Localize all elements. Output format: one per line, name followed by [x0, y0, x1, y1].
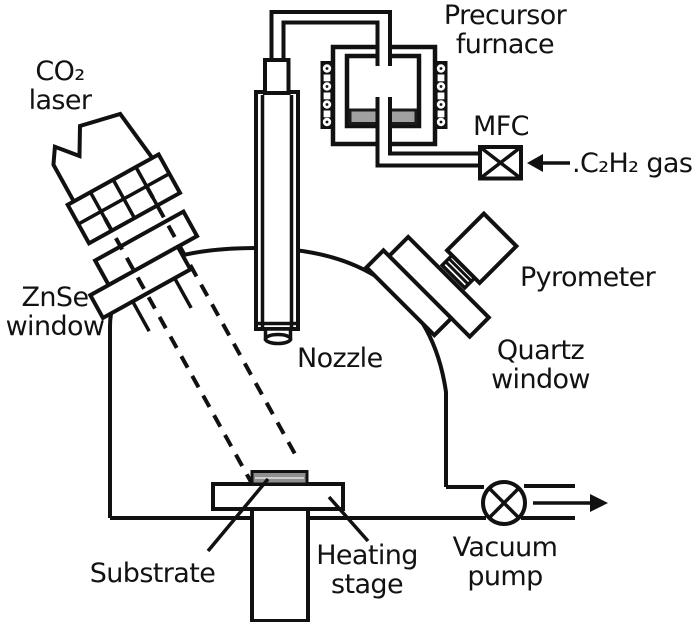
znse-window-label-line1: ZnSe [21, 282, 90, 313]
furnace-heater-left [320, 61, 334, 129]
furnace-outlet-tube [375, 40, 392, 66]
heating-stage-label: Heating stage [303, 541, 431, 599]
quartz-window-label: Quartz window [468, 336, 613, 394]
pyrometer-label: Pyrometer [520, 262, 656, 293]
heating-stage-plate [211, 482, 345, 511]
precursor-furnace-label: Precursor furnace [415, 1, 595, 59]
vacuum-pump-x [487, 486, 521, 520]
nozzle-tip-opening [263, 332, 293, 346]
nozzle-inner-walls [260, 95, 294, 329]
znse-window-label: ZnSe window [0, 283, 110, 341]
laser-flange-grid-lines [77, 166, 171, 232]
co2-laser-label-line2: laser [28, 85, 92, 116]
exhaust-arrow-head [590, 494, 608, 512]
feed-pipe-outer [269, 10, 392, 66]
substrate-leader-line [206, 477, 270, 553]
precursor-furnace-label-line2: furnace [455, 29, 555, 60]
vacuum-pump-label: Vacuum pump [440, 533, 570, 591]
quartz-window-plate-inner [363, 247, 455, 339]
precursor-furnace-label-line1: Precursor [443, 0, 567, 31]
quartz-window-label-line2: window [491, 364, 590, 395]
mfc-label: MFC [473, 111, 529, 142]
heating-stage-pedestal [250, 507, 310, 622]
pyrometer-assembly [363, 210, 520, 340]
nozzle-upper-section [263, 58, 291, 95]
vacuum-pump-label-line1: Vacuum [452, 532, 558, 563]
gas-in-arrow-head [527, 154, 543, 172]
substrate-label: Substrate [89, 558, 216, 589]
heating-stage-label-line1: Heating [316, 540, 418, 571]
tube-gap-mask [376, 40, 392, 168]
furnace-heater-right [434, 61, 448, 129]
co2-laser-label: CO₂ laser [10, 57, 110, 115]
quartz-window-label-line1: Quartz [496, 335, 585, 366]
furnace-dip-tube-inner [388, 97, 480, 156]
znse-port-walls [131, 277, 193, 333]
co2-laser-body [51, 111, 157, 206]
heating-stage-leader-line [327, 495, 370, 543]
pyrometer-body [444, 210, 520, 286]
znse-window-label-line2: window [5, 311, 105, 342]
mfc-valve-x [478, 145, 523, 180]
heating-stage-label-line2: stage [331, 569, 404, 600]
laser-beam-dashed [103, 185, 300, 485]
co2-laser-label-line1: CO₂ [35, 56, 85, 87]
nozzle-label: Nozzle [297, 343, 383, 374]
c2h2-gas-label: .C₂H₂ gas [572, 148, 693, 179]
pyrometer-lens-lines [444, 257, 473, 286]
vacuum-pump-label-line2: pump [467, 561, 543, 592]
furnace-dip-tube-outer [375, 97, 480, 168]
laser-assembly [51, 111, 300, 485]
